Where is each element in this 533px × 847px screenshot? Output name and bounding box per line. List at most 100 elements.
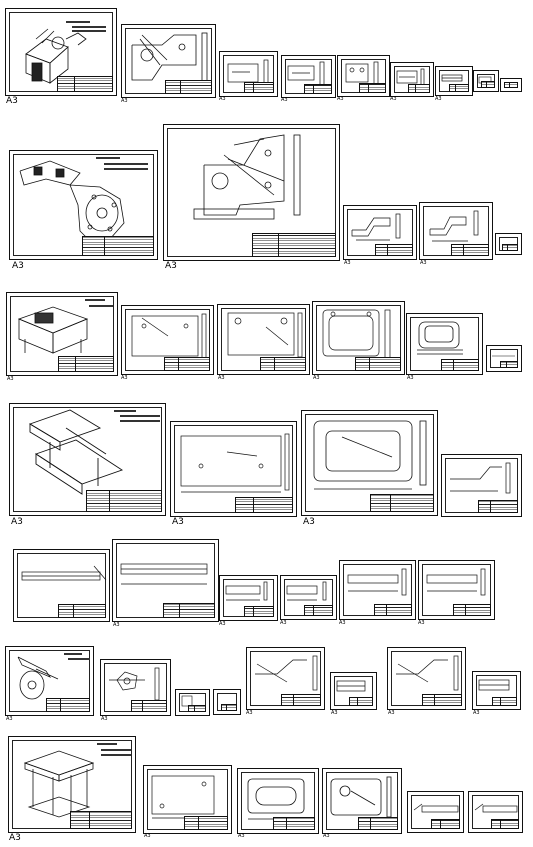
drawing-sheet[interactable] <box>175 689 210 716</box>
drawing-sheet[interactable] <box>281 55 336 98</box>
drawing-sheet[interactable] <box>406 313 483 375</box>
drawing-sheet[interactable] <box>13 549 110 622</box>
part-detail-drawing <box>21 565 107 581</box>
title-block <box>358 817 398 830</box>
technical-notes <box>104 168 148 170</box>
sheet-size-label: A3 <box>9 833 21 843</box>
part-detail-drawing <box>478 679 510 691</box>
title-block <box>252 233 336 257</box>
title-block <box>491 819 519 829</box>
part-detail-drawing <box>330 776 392 818</box>
part-detail-drawing <box>413 803 459 813</box>
sheet-size-label: A3 <box>7 376 14 382</box>
drawing-sheet[interactable] <box>280 575 337 620</box>
drawing-sheet[interactable] <box>8 736 136 833</box>
drawing-sheet[interactable] <box>500 78 522 92</box>
sheet-size-label: A3 <box>323 833 330 839</box>
sheet-size-label: A3 <box>473 710 480 716</box>
drawing-sheet[interactable] <box>337 55 390 97</box>
drawing-sheet[interactable] <box>312 301 405 375</box>
title-block <box>492 697 517 706</box>
part-detail-drawing <box>417 321 463 355</box>
drawing-sheet[interactable] <box>343 205 417 260</box>
drawing-sheet[interactable] <box>495 233 522 255</box>
technical-notes <box>89 305 113 307</box>
title-block <box>58 356 114 372</box>
assembly-isometric-drawing <box>28 409 124 495</box>
sheet-size-label: A3 <box>303 517 315 527</box>
drawing-sheet[interactable] <box>301 410 438 516</box>
drawing-sheet[interactable] <box>143 765 232 834</box>
part-detail-drawing <box>474 803 518 813</box>
title-block <box>260 357 306 371</box>
drawing-sheet[interactable] <box>170 421 297 517</box>
title-block <box>431 819 460 829</box>
technical-notes <box>66 21 90 23</box>
title-block <box>449 84 469 92</box>
drawing-sheet[interactable] <box>6 292 118 376</box>
title-block <box>304 605 333 616</box>
title-block <box>46 698 90 712</box>
title-block <box>58 604 106 618</box>
drawing-sheet[interactable] <box>5 8 117 96</box>
drawing-sheet[interactable] <box>418 560 495 620</box>
drawing-sheet[interactable] <box>217 304 310 375</box>
drawing-sheet[interactable] <box>441 454 522 517</box>
drawing-sheet[interactable] <box>435 66 473 96</box>
drawing-sheet[interactable] <box>468 791 523 833</box>
drawing-sheet[interactable] <box>419 202 493 260</box>
drawing-sheet[interactable] <box>390 62 434 97</box>
technical-notes <box>72 26 106 28</box>
drawing-sheet[interactable] <box>121 24 216 98</box>
drawing-sheet[interactable] <box>322 768 402 834</box>
drawing-sheet[interactable] <box>100 659 171 716</box>
sheet-size-label: A3 <box>420 260 427 266</box>
drawing-sheet[interactable] <box>121 305 214 375</box>
title-block <box>441 359 479 371</box>
drawing-sheet[interactable] <box>5 646 94 716</box>
sheet-size-label: A3 <box>121 98 128 104</box>
drawing-sheet[interactable] <box>339 560 416 620</box>
drawing-sheet[interactable] <box>330 672 377 710</box>
title-block <box>504 82 518 88</box>
sheet-size-label: A3 <box>219 621 226 627</box>
sheet-size-label: A3 <box>435 96 442 102</box>
part-detail-drawing <box>313 420 427 490</box>
title-block <box>451 244 489 256</box>
part-detail-drawing <box>396 655 459 691</box>
drawing-sheet[interactable] <box>473 70 499 92</box>
title-block <box>86 490 162 512</box>
drawing-sheet[interactable] <box>9 403 166 516</box>
sheet-size-label: A3 <box>172 517 184 527</box>
drawing-sheet[interactable] <box>213 689 241 715</box>
drawing-sheet[interactable] <box>219 575 278 621</box>
title-block <box>82 236 154 256</box>
sheet-size-label: A3 <box>101 716 108 722</box>
sheet-size-label: A3 <box>165 261 177 271</box>
drawing-sheet[interactable] <box>237 768 319 834</box>
drawing-sheet[interactable] <box>407 791 464 833</box>
part-detail-drawing <box>181 695 193 707</box>
drawing-sheet[interactable] <box>9 150 158 260</box>
title-block <box>164 357 210 371</box>
drawing-sheet[interactable] <box>112 539 219 622</box>
title-block <box>370 494 434 512</box>
technical-notes <box>101 754 131 756</box>
drawing-sheet[interactable] <box>486 345 522 372</box>
title-block <box>304 84 332 94</box>
sheet-size-label: A3 <box>6 716 13 722</box>
drawing-sheet[interactable] <box>387 647 466 710</box>
drawing-sheet[interactable] <box>219 51 278 97</box>
drawing-sheet[interactable] <box>246 647 325 710</box>
sheet-size-label: A3 <box>390 96 397 102</box>
title-block <box>453 604 491 616</box>
drawing-sheet[interactable] <box>472 671 521 710</box>
sheet-size-label: A3 <box>418 620 425 626</box>
sheet-size-label: A3 <box>337 96 344 102</box>
title-block <box>500 361 518 368</box>
title-block <box>70 811 132 829</box>
sheet-size-label: A3 <box>339 620 346 626</box>
sheet-size-label: A3 <box>11 517 23 527</box>
drawing-sheet[interactable] <box>163 124 340 261</box>
title-block <box>359 83 386 93</box>
